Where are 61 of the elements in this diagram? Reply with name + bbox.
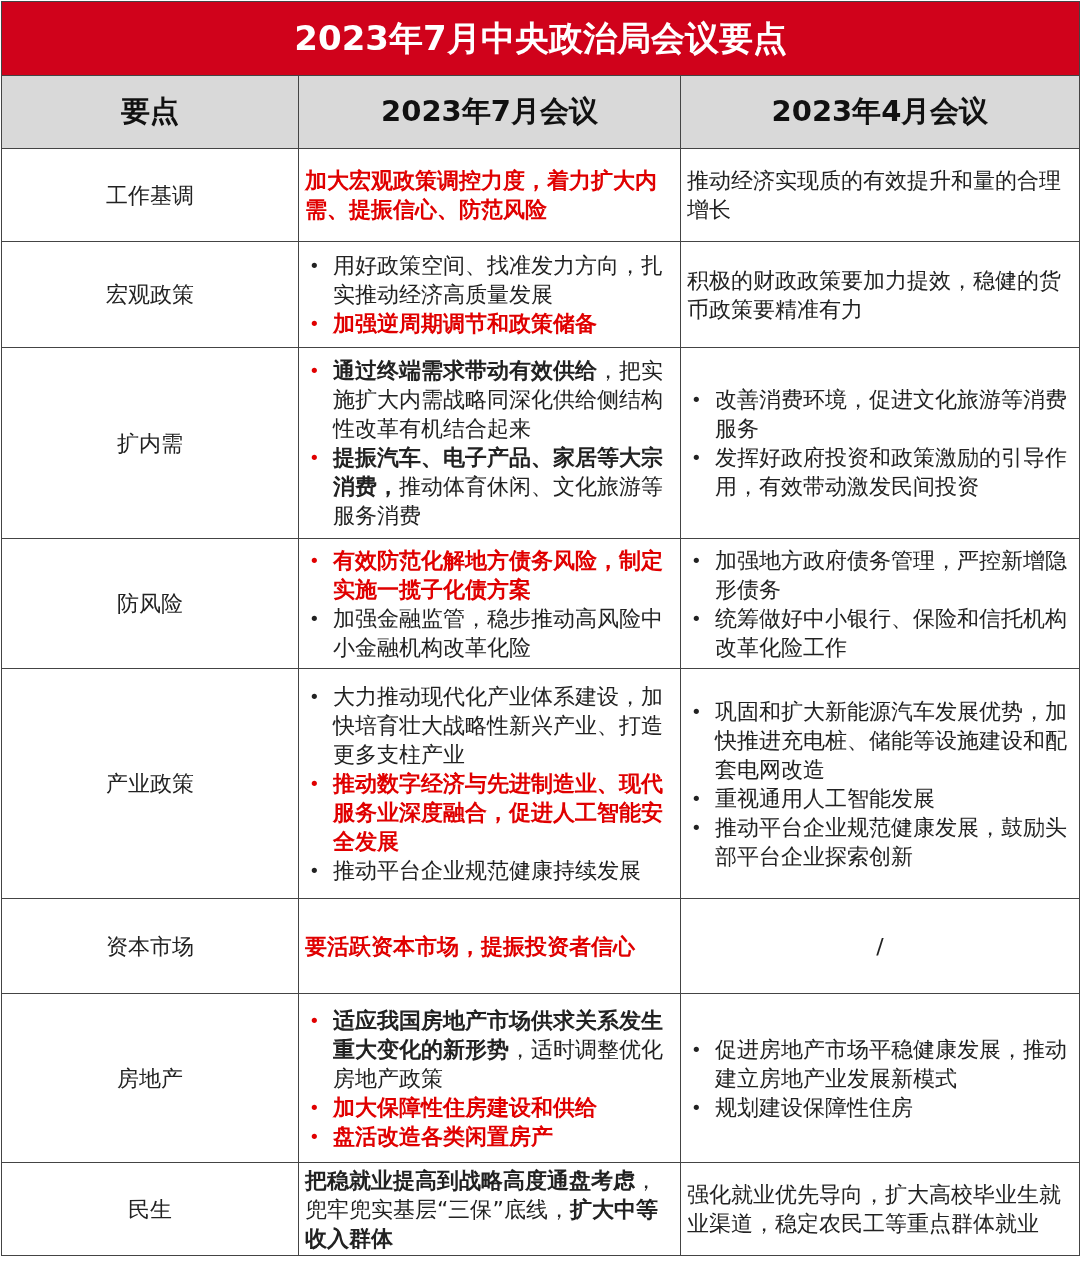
- bullet-point: •: [691, 1095, 703, 1120]
- bullet-point: •: [691, 1037, 703, 1062]
- list-item-text: 大力推动现代化产业体系建设，加快培育壮大战略性新兴产业、打造更多支柱产业: [333, 683, 664, 769]
- cell-text: /: [875, 932, 885, 961]
- list-item-text: 通过终端需求带动有效供给，把实施扩大内需战略同深化供给侧结构性改革有机结合起来: [333, 357, 664, 443]
- list-item-text: 用好政策空间、找准发力方向，扎实推动经济高质量发展: [333, 252, 664, 309]
- column-header: 2023年7月会议: [381, 93, 598, 130]
- column-header: 要点: [121, 93, 179, 130]
- list-item-text: 适应我国房地产市场供求关系发生重大变化的新形势，适时调整优化房地产政策: [333, 1006, 664, 1093]
- bullet-point: •: [691, 699, 703, 724]
- list-item-text: 加强金融监管，稳步推动高风险中小金融机构改革化险: [333, 604, 664, 662]
- cell-text: 推动经济实现质的有效提升和量的合理增长: [687, 167, 1062, 224]
- bullet-point: •: [691, 548, 703, 573]
- bullet-point: •: [309, 312, 321, 336]
- list-item-text: 巩固和扩大新能源汽车发展优势，加快推进充电桩、储能等设施建设和配套电网改造: [715, 697, 1068, 784]
- bullet-point: •: [309, 1095, 321, 1120]
- list-item-text: 规划建设保障性住房: [715, 1093, 914, 1122]
- column-header: 2023年4月会议: [771, 93, 989, 130]
- list-item-text: 有效防范化解地方债务风险，制定实施一揽子化债方案: [333, 546, 664, 604]
- cell-text: 把稳就业提高到战略高度通盘考虑，兜牢兜实基层“三保”底线，扩大中等收入群体: [305, 1166, 659, 1253]
- cell-text: 要活跃资本市场，提振投资者信心: [305, 932, 636, 961]
- bullet-point: •: [309, 859, 321, 883]
- list-item-text: 加大保障性住房建设和供给: [333, 1093, 598, 1122]
- bullet-point: •: [691, 446, 703, 470]
- table-title: 2023年7月中央政治局会议要点: [294, 16, 787, 60]
- list-item-text: 重视通用人工智能发展: [715, 784, 936, 813]
- bullet-point: •: [309, 359, 321, 383]
- bullet-point: •: [691, 388, 703, 412]
- bullet-point: •: [309, 1008, 321, 1033]
- list-item-text: 发挥好政府投资和政策激励的引导作用，有效带动激发民间投资: [715, 444, 1068, 501]
- bullet-point: •: [309, 254, 321, 278]
- list-item-text: 推动数字经济与先进制造业、现代服务业深度融合，促进人工智能安全发展: [333, 770, 664, 856]
- row-header: 资本市场: [106, 932, 194, 961]
- list-item-text: 加强逆周期调节和政策储备: [333, 310, 598, 338]
- row-header: 民生: [128, 1195, 172, 1224]
- list-item-text: 推动平台企业规范健康发展，鼓励头部平台企业探索创新: [715, 813, 1068, 871]
- list-item-text: 改善消费环境，促进文化旅游等消费服务: [715, 386, 1068, 443]
- cell-text: 强化就业优先导向，扩大高校毕业生就业渠道，稳定农民工等重点群体就业: [687, 1181, 1062, 1238]
- bullet-point: •: [309, 1124, 321, 1149]
- bullet-point: •: [309, 772, 321, 796]
- list-item-text: 统筹做好中小银行、保险和信托机构改革化险工作: [715, 604, 1068, 662]
- bullet-point: •: [309, 685, 321, 709]
- bullet-point: •: [691, 786, 703, 811]
- row-header: 宏观政策: [106, 281, 194, 309]
- bullet-point: •: [691, 815, 703, 840]
- row-header: 扩内需: [117, 429, 183, 458]
- list-item-text: 促进房地产市场平稳健康发展，推动建立房地产业发展新模式: [715, 1035, 1068, 1093]
- row-header: 工作基调: [106, 181, 194, 210]
- row-header: 防风险: [117, 590, 183, 618]
- row-header: 房地产: [117, 1064, 183, 1093]
- list-item-text: 推动平台企业规范健康持续发展: [333, 857, 642, 885]
- cell-text: 积极的财政政策要加力提效，稳健的货币政策要精准有力: [687, 266, 1062, 324]
- cell-text: 加大宏观政策调控力度，着力扩大内需、提振信心、防范风险: [305, 167, 658, 224]
- list-item-text: 加强地方政府债务管理，严控新增隐形债务: [715, 546, 1068, 604]
- row-header: 产业政策: [106, 770, 194, 798]
- bullet-point: •: [309, 446, 321, 470]
- bullet-point: •: [309, 548, 321, 573]
- list-item-text: 盘活改造各类闲置房产: [333, 1122, 554, 1151]
- bullet-point: •: [309, 606, 321, 631]
- list-item-text: 提振汽车、电子产品、家居等大宗消费，推动体育休闲、文化旅游等服务消费: [333, 444, 664, 530]
- bullet-point: •: [691, 606, 703, 631]
